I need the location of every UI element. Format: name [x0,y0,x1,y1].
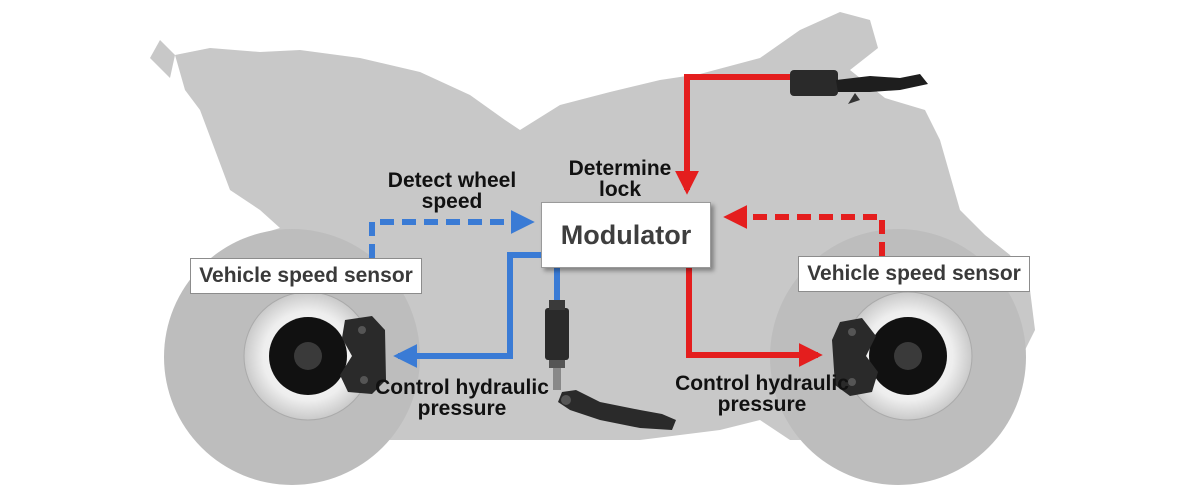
rear-control-hydraulic-callout: Control hydraulic pressure [352,377,572,419]
detect-wheel-speed-callout: Detect wheel speed [372,170,532,212]
rear-master-cylinder [545,308,569,360]
detect-wheel-speed-line1: Detect wheel [387,169,517,192]
bike-tail-fin [150,40,175,78]
front-abs-circuit [675,74,885,367]
front-control-hydraulic-line1: Control hydraulic [675,372,849,395]
lever-arm [836,74,928,92]
rear-control-hydraulic-line2: pressure [417,397,507,420]
rear-speed-signal-line [369,210,535,258]
determine-lock-callout: Determine lock [555,158,685,200]
front-hydraulic-line [686,268,823,367]
rear-speed-sensor-label: Vehicle speed sensor [190,258,422,294]
front-caliper [832,318,878,396]
rear-abs-circuit [369,210,560,368]
front-speed-sensor-label: Vehicle speed sensor [798,256,1030,292]
front-brake-assembly [832,291,973,421]
rear-brake-assembly [243,291,386,421]
brake-pedal [558,390,676,430]
determine-lock-line2: lock [598,178,642,201]
front-speed-signal-line [723,205,885,256]
determine-lock-line1: Determine [568,157,672,180]
front-control-hydraulic-callout: Control hydraulic pressure [652,373,872,415]
detect-wheel-speed-line2: speed [421,190,483,213]
brake-pedal-assembly [545,300,676,430]
rear-control-hydraulic-line1: Control hydraulic [375,376,549,399]
brake-lever [790,70,928,104]
rear-caliper [340,316,386,394]
modulator-label: Modulator [541,202,711,268]
rear-hydraulic-line [393,252,541,368]
front-control-hydraulic-line2: pressure [717,393,807,416]
lever-hydraulic-line [675,74,790,195]
master-cylinder [790,70,838,96]
pushrod [553,360,561,390]
